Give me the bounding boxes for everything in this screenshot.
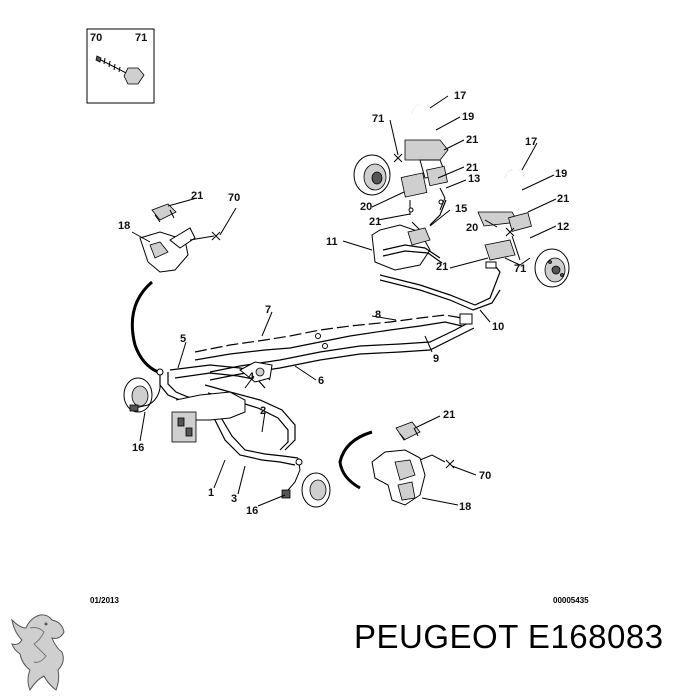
callout-17-upper: 17 xyxy=(454,90,466,102)
screw-mark-icons xyxy=(211,153,515,469)
callout-1: 1 xyxy=(208,487,214,499)
footer-date: 01/2013 xyxy=(90,596,119,605)
callout-11: 11 xyxy=(326,236,338,248)
inset-label-70: 70 xyxy=(90,32,102,44)
inset-bolt-box: 70 71 xyxy=(86,28,155,104)
footer-reference: 00005435 xyxy=(553,596,589,605)
callout-21-lower: 21 xyxy=(443,409,455,421)
connector-curve-right xyxy=(338,430,373,490)
callout-21-upper-b: 21 xyxy=(369,216,381,228)
callout-3: 3 xyxy=(231,493,237,505)
front-right-bracket xyxy=(139,203,196,273)
callout-2: 2 xyxy=(260,405,266,417)
main-brake-pipes xyxy=(194,313,475,381)
callout-18-lower: 18 xyxy=(459,501,471,513)
rear-brake-drum-left xyxy=(353,154,391,196)
inset-label-71: 71 xyxy=(135,32,147,44)
callout-21-right-b: 21 xyxy=(436,261,448,273)
callout-21-upper-c: 21 xyxy=(466,162,478,174)
callout-leaders xyxy=(131,95,557,507)
rear-axle-pipes xyxy=(371,199,501,311)
brand-part-number: PEUGEOT E168083 xyxy=(354,618,664,655)
callout-4: 4 xyxy=(248,371,255,383)
callout-20-upper: 20 xyxy=(360,201,372,213)
callout-7: 7 xyxy=(265,304,271,316)
callout-16-left: 16 xyxy=(132,442,144,454)
callout-5: 5 xyxy=(180,333,186,345)
front-right-hub xyxy=(281,457,331,508)
callout-18-left: 18 xyxy=(118,220,130,232)
rear-right-hose-assembly xyxy=(400,104,449,231)
front-left-hub xyxy=(123,368,164,413)
callout-6: 6 xyxy=(318,375,324,387)
callout-71-right: 71 xyxy=(514,263,526,275)
callout-71-upper: 71 xyxy=(372,113,384,125)
callout-labels: 17 19 21 13 71 20 21 21 15 11 17 19 21 2… xyxy=(118,90,569,517)
callout-70-left: 70 xyxy=(228,192,240,204)
callout-17-right: 17 xyxy=(525,136,537,148)
rear-brake-drum-right xyxy=(534,248,570,288)
callout-12: 12 xyxy=(557,221,569,233)
callout-15: 15 xyxy=(455,203,467,215)
bolt-icon xyxy=(95,55,145,85)
callout-19-right: 19 xyxy=(555,168,567,180)
callout-20-right: 20 xyxy=(466,222,478,234)
callout-8: 8 xyxy=(375,309,381,321)
callout-70-lower: 70 xyxy=(479,470,491,482)
front-pipes-abs xyxy=(159,361,299,466)
front-left-bracket xyxy=(371,421,446,506)
callout-21-right-a: 21 xyxy=(557,193,569,205)
callout-10: 10 xyxy=(492,321,504,333)
callout-16-lower: 16 xyxy=(246,505,258,517)
peugeot-lion-icon xyxy=(11,614,65,692)
callout-13: 13 xyxy=(468,173,480,185)
callout-21-upper-a: 21 xyxy=(466,134,478,146)
callout-9: 9 xyxy=(433,353,439,365)
callout-21-left: 21 xyxy=(191,190,203,202)
connector-curve-left xyxy=(130,280,159,374)
callout-19-upper: 19 xyxy=(462,111,474,123)
rear-left-hose-assembly xyxy=(477,169,532,266)
